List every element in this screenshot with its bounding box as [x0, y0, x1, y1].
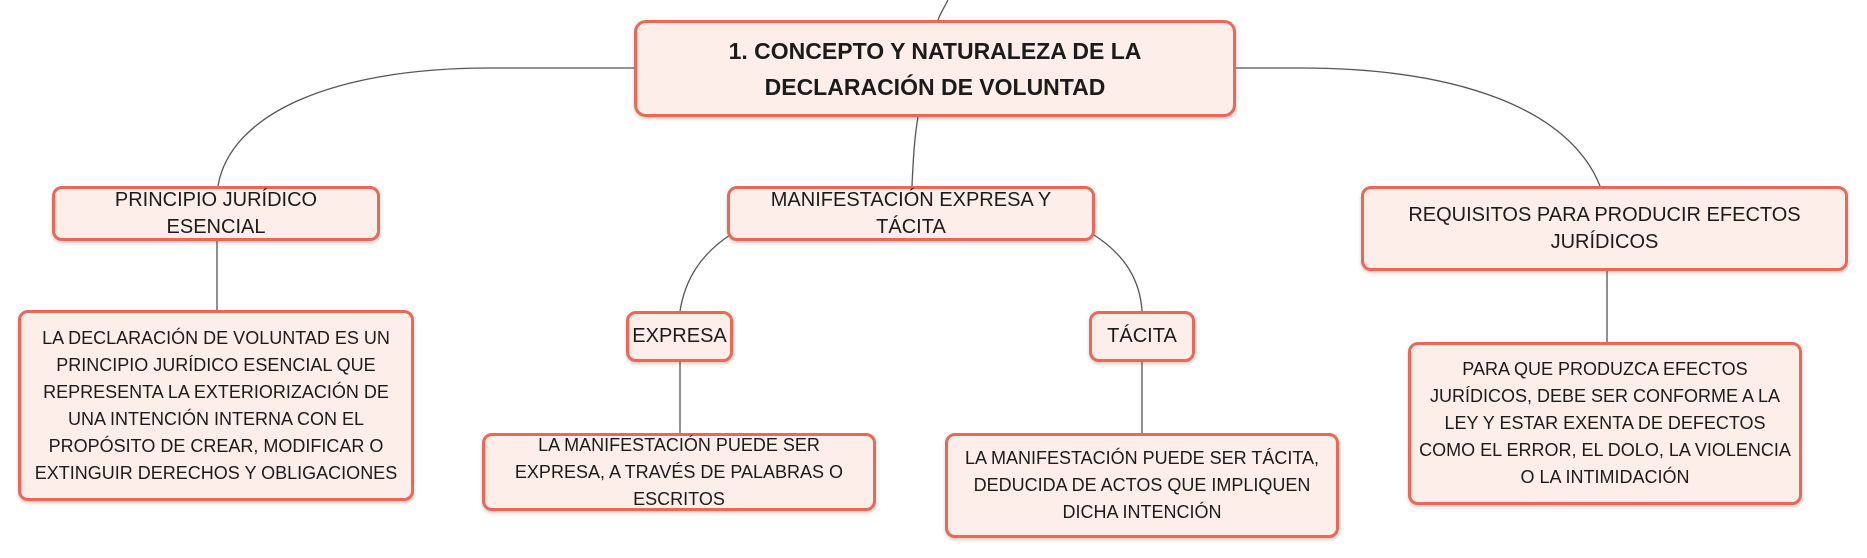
- principio-detail-node[interactable]: LA DECLARACIÓN DE VOLUNTAD ES UN PRINCIP…: [18, 310, 414, 501]
- principio-label: PRINCIPIO JURÍDICO ESENCIAL: [114, 188, 318, 238]
- tacita-node[interactable]: TÁCITA: [1089, 311, 1195, 362]
- requisitos-detail-node[interactable]: PARA QUE PRODUZCA EFECTOS JURÍDICOS, DEB…: [1408, 342, 1802, 505]
- expresa-detail-text: LA MANIFESTACIÓN PUEDE SER EXPRESA, A TR…: [514, 434, 844, 509]
- tacita-detail-node[interactable]: LA MANIFESTACIÓN PUEDE SER TÁCITA, DEDUC…: [945, 433, 1339, 538]
- expresa-detail-node[interactable]: LA MANIFESTACIÓN PUEDE SER EXPRESA, A TR…: [482, 433, 876, 511]
- principio-detail-text: LA DECLARACIÓN DE VOLUNTAD ES UN PRINCIP…: [34, 327, 398, 483]
- connector-manifestacion-expresa: [679, 234, 731, 312]
- tacita-detail-text: LA MANIFESTACIÓN PUEDE SER TÁCITA, DEDUC…: [964, 448, 1320, 522]
- expresa-node[interactable]: EXPRESA: [626, 311, 733, 362]
- connector-root-requisitos: [1234, 67, 1601, 187]
- requisitos-node[interactable]: REQUISITOS PARA PRODUCIR EFECTOS JURÍDIC…: [1361, 186, 1848, 271]
- manifestacion-label: MANIFESTACIÓN EXPRESA Y TÁCITA: [770, 188, 1052, 238]
- connector-manifestacion-tacita: [1093, 234, 1143, 312]
- connector-incoming: [937, 0, 949, 21]
- connector-root-principio: [217, 67, 636, 187]
- root-topic-node[interactable]: 1. CONCEPTO Y NATURALEZA DE LA DECLARACI…: [634, 20, 1236, 117]
- manifestacion-node[interactable]: MANIFESTACIÓN EXPRESA Y TÁCITA: [727, 186, 1095, 241]
- connector-root-manifestacion: [911, 116, 919, 187]
- principio-node[interactable]: PRINCIPIO JURÍDICO ESENCIAL: [52, 186, 380, 241]
- requisitos-detail-text: PARA QUE PRODUZCA EFECTOS JURÍDICOS, DEB…: [1419, 359, 1791, 487]
- expresa-label: EXPRESA: [632, 325, 727, 347]
- requisitos-label: REQUISITOS PARA PRODUCIR EFECTOS JURÍDIC…: [1408, 203, 1801, 253]
- root-topic-label: 1. CONCEPTO Y NATURALEZA DE LA DECLARACI…: [728, 37, 1142, 100]
- tacita-label: TÁCITA: [1107, 325, 1177, 347]
